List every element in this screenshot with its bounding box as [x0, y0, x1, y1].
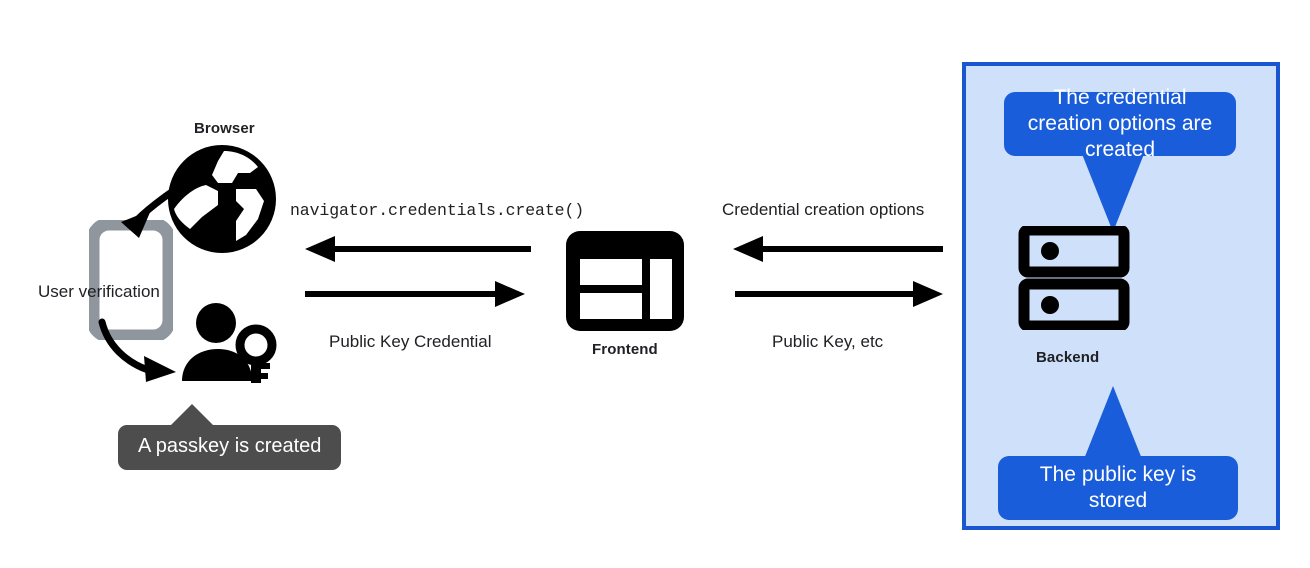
- frontend-label: Frontend: [592, 341, 658, 358]
- user-verification-label: User verification: [38, 282, 160, 301]
- person-with-key-icon: [180, 303, 284, 385]
- bottom-callout-tail: [1082, 386, 1144, 464]
- arrow-frontend-to-browser: [305, 236, 533, 267]
- public-key-credential-label: Public Key Credential: [329, 332, 492, 351]
- navigator-credentials-create-label: navigator.credentials.create(): [290, 201, 585, 220]
- arrow-browser-to-phone: [95, 160, 215, 275]
- dashboard-icon: [566, 231, 684, 331]
- backend-panel: The credential creation options are crea…: [962, 62, 1280, 530]
- bottom-callout: The public key is stored: [998, 456, 1238, 520]
- arrow-frontend-to-backend: [735, 281, 945, 312]
- arrow-browser-to-frontend: [305, 281, 527, 312]
- backend-label: Backend: [1036, 349, 1100, 366]
- arrow-backend-to-frontend: [733, 236, 945, 267]
- top-callout: The credential creation options are crea…: [1004, 86, 1236, 161]
- credential-creation-options-label: Credential creation options: [722, 200, 925, 219]
- server-icon: [1018, 224, 1130, 332]
- public-key-etc-label: Public Key, etc: [772, 332, 884, 351]
- arrow-phone-to-person: [96, 318, 211, 397]
- browser-label: Browser: [194, 120, 255, 137]
- passkey-created-tooltip: A passkey is created: [118, 425, 342, 470]
- top-callout-tail: [1082, 154, 1144, 232]
